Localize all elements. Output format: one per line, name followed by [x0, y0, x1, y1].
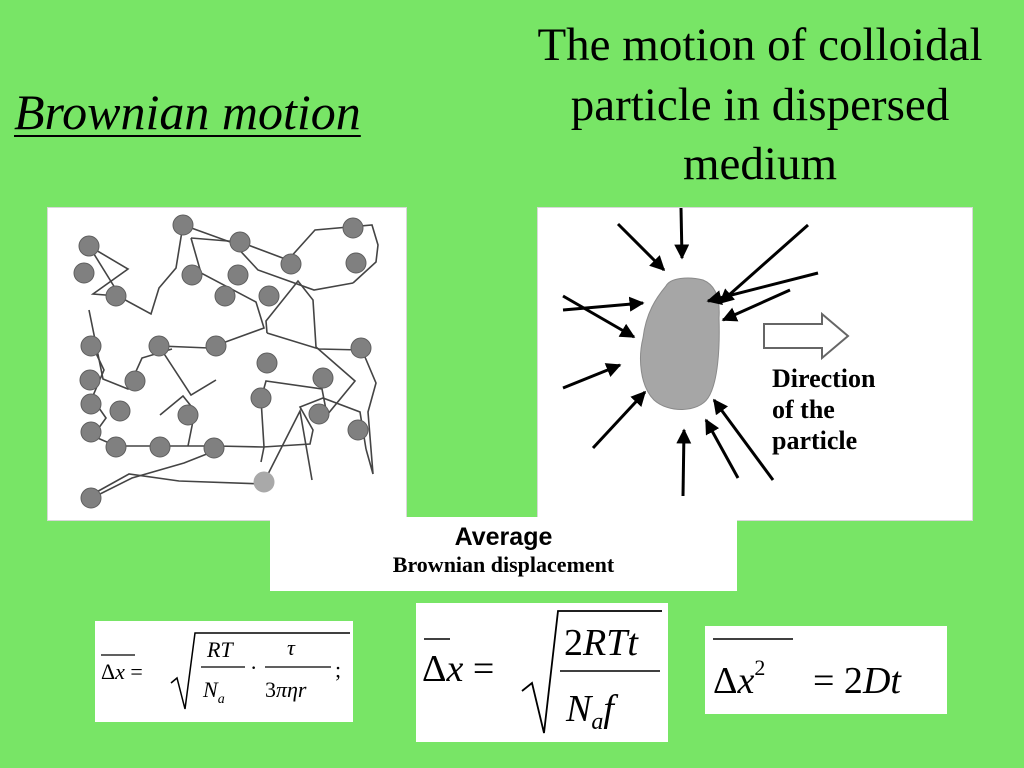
- particle-dot: [148, 335, 170, 357]
- formula-rhs: = 2Dt: [813, 660, 902, 702]
- brownian-path-diagram: [47, 207, 407, 521]
- colloid-motion-diagram: [537, 207, 973, 521]
- particle-dot: [73, 262, 95, 284]
- formula-radical: [521, 610, 662, 734]
- impact-arrow: [562, 294, 636, 339]
- particle-dot: [280, 253, 302, 275]
- impact-arrow: [721, 288, 791, 322]
- formula-denominator-3pietar: 3πηr: [265, 677, 307, 702]
- formula-denominator-na: Na: [202, 677, 225, 707]
- formula-numerator-tau: τ: [287, 635, 296, 660]
- impact-arrow: [706, 271, 819, 305]
- colloid-motion-svg: [562, 207, 850, 497]
- path-segment: [262, 408, 313, 485]
- particle-dot: [149, 436, 171, 458]
- impact-arrow: [718, 223, 809, 305]
- formula-dot: ·: [250, 655, 257, 680]
- particle-dot: [80, 335, 102, 357]
- particle-dot: [205, 335, 227, 357]
- displacement-formula-einstein: Δx = RT Na · τ 3πηr ;: [95, 621, 353, 722]
- particle-dot: [80, 393, 102, 415]
- particle-dot: [312, 367, 334, 389]
- particle-dot: [80, 487, 102, 509]
- path-segment: [92, 473, 264, 495]
- direction-label-line: Direction: [772, 364, 876, 393]
- particle-dot: [227, 264, 249, 286]
- displacement-formula-friction: Δx = 2RTt Naf: [416, 603, 668, 742]
- particle-dot: [177, 404, 199, 426]
- average-label: Average: [454, 523, 553, 551]
- particle-dot: [250, 387, 272, 409]
- impact-arrow: [562, 363, 622, 390]
- impact-arrow: [562, 296, 645, 312]
- mean-square-displacement-formula: Δx2 = 2Dt: [705, 626, 947, 714]
- path-segment: [88, 309, 173, 391]
- impact-arrow: [712, 398, 775, 481]
- impact-arrow: [676, 428, 692, 497]
- particle-dot: [342, 217, 364, 239]
- page-title: Brownian motion: [14, 84, 361, 140]
- subtitle: The motion of colloidal particle in disp…: [537, 19, 983, 191]
- path-segment: [91, 447, 223, 499]
- molecule-impact-arrows: [562, 207, 819, 497]
- impact-arrow: [616, 222, 666, 272]
- particle-dot: [172, 214, 194, 236]
- particle-dot: [80, 421, 102, 443]
- particle-dot: [105, 285, 127, 307]
- particle-dot: [229, 231, 251, 253]
- path-segment: [91, 346, 367, 450]
- formula-radical: [170, 632, 350, 710]
- colloidal-particle: [640, 277, 720, 410]
- formula-lhs: Δx =: [422, 648, 494, 690]
- particle-dot: [308, 403, 330, 425]
- particle-dot: [350, 337, 372, 359]
- particle-dot: [79, 369, 101, 391]
- formula-numerator: 2RTt: [564, 622, 639, 664]
- particle-dot: [203, 437, 225, 459]
- particle-dot: [256, 352, 278, 374]
- particle-dot: [181, 264, 203, 286]
- particle-dot: [345, 252, 367, 274]
- formula-semicolon: ;: [335, 657, 341, 682]
- brownian-path-svg: [73, 214, 379, 509]
- direction-label: Direction of the particle: [772, 364, 876, 457]
- impact-arrow: [674, 207, 690, 260]
- highlighted-particle: [253, 471, 275, 493]
- particle-dot: [214, 285, 236, 307]
- particle-dot: [124, 370, 146, 392]
- particle-dot: [347, 419, 369, 441]
- average-displacement-box: Average Brownian displacement: [270, 517, 737, 591]
- open-arrow-icon: [763, 311, 850, 361]
- brownian-displacement-label: Brownian displacement: [392, 551, 615, 577]
- path-segment: [157, 237, 265, 397]
- particle-dot: [78, 235, 100, 257]
- formula-lhs: Δx =: [101, 659, 143, 684]
- particle-dots: [73, 214, 372, 509]
- formula-lhs: Δx2: [713, 655, 765, 702]
- formula-3-svg: Δx2 = 2Dt: [713, 638, 902, 702]
- particle-dot: [258, 285, 280, 307]
- formula-denominator: Naf: [565, 688, 618, 735]
- formula-2-svg: Δx = 2RTt Naf: [422, 610, 662, 735]
- path-segment: [88, 223, 354, 316]
- direction-label-line: particle: [772, 425, 858, 455]
- particle-dot: [105, 436, 127, 458]
- path-segment: [260, 279, 357, 463]
- formula-1-svg: Δx = RT Na · τ 3πηr ;: [101, 632, 350, 710]
- particle-dot: [109, 400, 131, 422]
- impact-arrow: [704, 418, 740, 479]
- direction-label-line: of the: [772, 394, 835, 424]
- formula-numerator-rt: RT: [206, 637, 234, 662]
- impact-arrow: [591, 390, 647, 450]
- path-segment: [159, 394, 196, 447]
